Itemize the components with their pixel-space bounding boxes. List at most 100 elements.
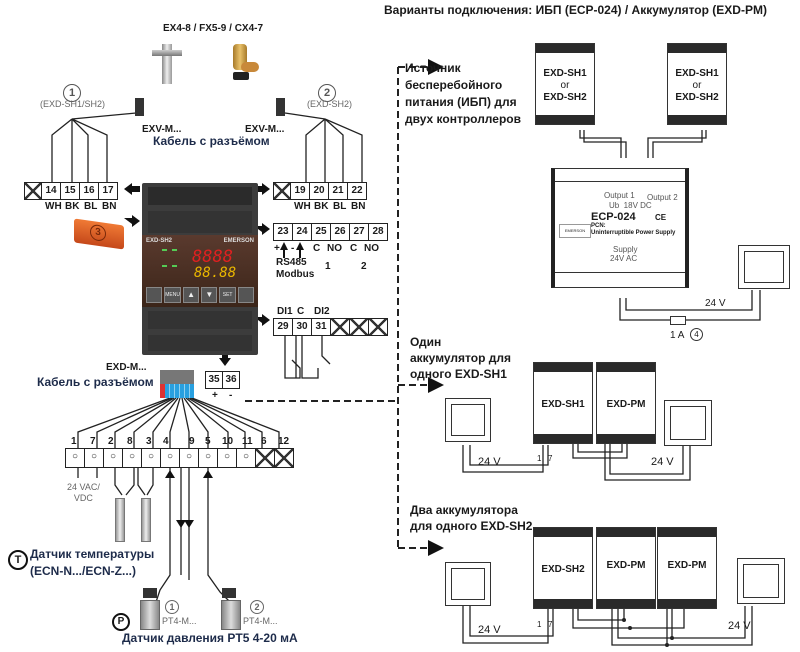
pressure2-model: PT4-M... (243, 616, 278, 626)
wire-color: BK (314, 201, 329, 212)
terminal-block-valve2: 19 20 21 22 (273, 182, 367, 200)
io-terminal-number: 5 (205, 436, 211, 447)
wire-color: WH (294, 201, 311, 212)
terminal-unused (25, 183, 42, 199)
terminal-block-power: 35 36 (205, 371, 240, 389)
pressure-sensor-badge: P (112, 613, 130, 631)
io-terminal-number: 11 (242, 436, 253, 447)
ups-voltage-label: 24 V (705, 298, 726, 309)
temp-probe-2 (141, 498, 151, 542)
io-terminal: ○ (161, 449, 180, 467)
one-battery-pm: EXD-PM (596, 362, 656, 444)
one-battery-controller: EXD-SH1 (533, 362, 593, 444)
terminal: 16 (80, 183, 99, 199)
battery-label: EXD-PM (667, 560, 707, 571)
ups-controller-2: EXD-SH1 or EXD-SH2 (667, 43, 727, 125)
io-cable-label: Кабель с разъёмом (37, 375, 154, 389)
pin-label: 7 (548, 620, 553, 629)
ups-pcn: PCN: (591, 223, 606, 229)
supply-voltage-label: 24 VAC/ VDC (67, 482, 100, 503)
temp-sensor-models: (ECN-N.../ECN-Z...) (30, 564, 136, 578)
variants-title: Варианты подключения: ИБП (ECP-024) / Ак… (384, 3, 767, 17)
pin-label: 1 (537, 454, 542, 463)
terminal: 14 (42, 183, 61, 199)
pressure2-index: 2 (250, 600, 264, 614)
pressure-sensor-1 (140, 600, 160, 630)
io-terminal: ○ (199, 449, 218, 467)
valve1-index-badge: 1 (63, 84, 81, 102)
terminal: 35 (206, 372, 223, 388)
valve1-cable: EXV-M... (142, 124, 182, 135)
controller-front-panel: EXD-SH2 EMERSON 8888 88.88 MENU ▲ ▼ SET (142, 235, 258, 307)
fuse-icon (670, 316, 686, 325)
relay-label: C (350, 243, 358, 254)
fuse-index-badge: 4 (690, 328, 703, 341)
controller-comm-panel (148, 211, 252, 233)
terminal: 19 (291, 183, 310, 199)
pressure-sensor-label: Датчик давления PT5 4-20 мА (122, 631, 298, 645)
terminal: 26 (331, 224, 350, 240)
display-top: 8888 (192, 247, 233, 267)
pin-label: 1 (537, 620, 542, 629)
io-terminal-number: 2 (108, 436, 114, 447)
voltage-label-left: 24 V (478, 456, 501, 468)
fuse-rating: 1 A (670, 330, 685, 341)
display-bottom: 88.88 (194, 265, 237, 281)
ce-mark: CE (655, 213, 667, 222)
io-terminal: ○ (66, 449, 85, 467)
terminal: 17 (102, 185, 114, 196)
io-terminal-number: 1 (71, 436, 77, 447)
io-wires-blue (165, 384, 194, 398)
controller-label: EXD-SH1 (675, 68, 719, 79)
controller-brand: EMERSON (223, 238, 254, 244)
terminal: 24 (293, 224, 312, 240)
io-cable-connector (160, 370, 194, 384)
key-down[interactable]: ▼ (201, 287, 218, 303)
temp-sensor-badge: T (8, 550, 28, 570)
usb-key-index: 3 (90, 223, 106, 242)
io-terminal: ○ (180, 449, 199, 467)
wire-color: BN (102, 201, 117, 212)
relay-group: 2 (361, 261, 367, 272)
pressure-sensor-2 (221, 600, 241, 630)
valve2-cable: EXV-M... (245, 124, 285, 135)
terminal: 30 (293, 319, 312, 335)
terminal: 22 (351, 185, 363, 196)
one-battery-caption-2: аккумулятор для (410, 351, 512, 365)
io-terminal-labels: 1 7 2 8 3 4 9 5 10 11 6 12 (68, 436, 292, 448)
io-terminal-number: 9 (189, 436, 195, 447)
two-battery-pm-1: EXD-PM (596, 527, 656, 609)
terminal-unused (274, 183, 291, 199)
terminal: 25 (312, 224, 331, 240)
key-set[interactable]: SET (219, 287, 236, 303)
transformer-right (664, 400, 712, 446)
io-terminal-number: 8 (127, 436, 133, 447)
controller-label-or: or (692, 80, 702, 91)
io-terminal: ○ (218, 449, 237, 467)
polarity: - (229, 390, 233, 401)
valve-models-label: EX4-8 / FX5-9 / CX4-7 (163, 23, 264, 34)
ups-supply-voltage: 24V AC (610, 254, 638, 263)
pressure1-model: PT4-M... (162, 616, 197, 626)
key-service[interactable] (237, 287, 254, 303)
controller-label: EXD-SH2 (543, 92, 587, 103)
io-terminal-number: 3 (146, 436, 152, 447)
ups-supply-label: Supply (613, 245, 638, 254)
terminal: 27 (350, 224, 369, 240)
valve1-model: (EXD-SH1/SH2) (40, 99, 106, 109)
ups-output-voltage: Ub 18V DC (609, 201, 652, 210)
io-terminal: ○ (85, 449, 104, 467)
pressure1-index: 1 (165, 600, 179, 614)
two-battery-caption-1: Два аккумулятора (410, 503, 518, 517)
wire-color: BN (351, 201, 366, 212)
key-menu[interactable]: MENU (164, 287, 181, 303)
terminal-block-comm: 23 24 25 26 27 28 (273, 223, 388, 241)
controller-top-terminals (148, 187, 252, 205)
relay-group: 1 (325, 261, 331, 272)
wire-color: WH (45, 201, 62, 212)
one-battery-caption-1: Один (410, 335, 442, 349)
voltage-label-right: 24 V (728, 620, 751, 632)
key-blank[interactable] (146, 287, 163, 303)
key-up[interactable]: ▲ (182, 287, 200, 303)
io-cable-model: EXD-M... (106, 362, 147, 373)
